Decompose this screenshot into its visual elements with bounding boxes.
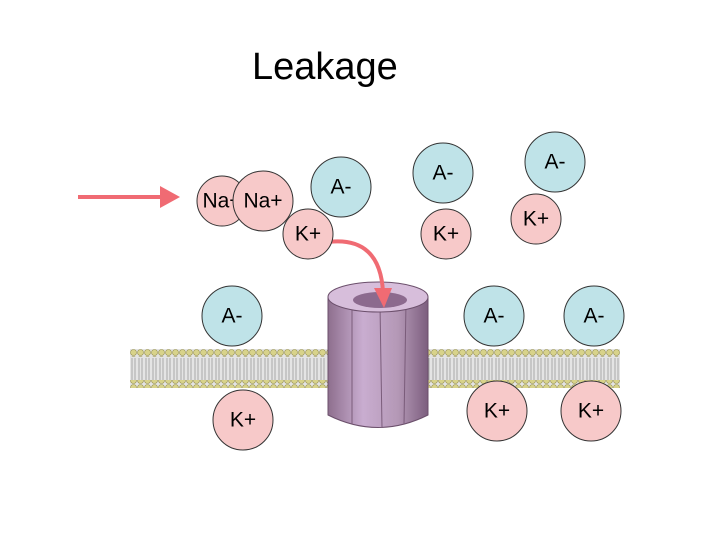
ion-anion-4: A- bbox=[201, 285, 263, 347]
arrowhead bbox=[160, 186, 180, 208]
arrowhead bbox=[374, 288, 392, 308]
ion-anion-3: A- bbox=[524, 131, 586, 193]
ion-k-5: K+ bbox=[466, 380, 528, 442]
ion-label: Na+ bbox=[243, 190, 282, 213]
leak-channel bbox=[327, 281, 429, 429]
ion-k-4: K+ bbox=[212, 389, 274, 451]
ion-label: K+ bbox=[433, 223, 459, 246]
slide-title: Leakage bbox=[252, 46, 398, 88]
arrows bbox=[78, 186, 392, 308]
channel-subunit-line bbox=[403, 302, 407, 425]
ion-label: K+ bbox=[295, 223, 321, 246]
ion-label: A- bbox=[433, 162, 454, 185]
channel-subunit-line bbox=[379, 304, 383, 429]
ions: Na+ Na+ A- K+ A- K+ A- K+ bbox=[196, 131, 625, 451]
ion-k-1: K+ bbox=[282, 208, 334, 260]
ion-label: A- bbox=[222, 305, 243, 328]
ion-label: A- bbox=[484, 305, 505, 328]
channel-body bbox=[327, 296, 429, 428]
ion-k-6: K+ bbox=[560, 380, 622, 442]
ion-anion-6: A- bbox=[563, 285, 625, 347]
ion-label: A- bbox=[584, 305, 605, 328]
channel-entry-arrow bbox=[327, 239, 385, 293]
ion-k-3: K+ bbox=[510, 193, 562, 245]
ion-anion-5: A- bbox=[463, 285, 525, 347]
ion-label: A- bbox=[331, 176, 352, 199]
ion-label: Na+ bbox=[202, 190, 241, 213]
ion-anion-2: A- bbox=[412, 142, 474, 204]
ion-label: K+ bbox=[230, 409, 256, 432]
ion-na-2: Na+ bbox=[232, 170, 294, 232]
ion-anion-1: A- bbox=[310, 156, 372, 218]
ion-label: K+ bbox=[523, 208, 549, 231]
ion-k-2: K+ bbox=[420, 208, 472, 260]
ion-label: K+ bbox=[484, 400, 510, 423]
ion-na-1: Na+ bbox=[196, 175, 248, 227]
ion-label: K+ bbox=[578, 400, 604, 423]
ion-label: A- bbox=[545, 151, 566, 174]
